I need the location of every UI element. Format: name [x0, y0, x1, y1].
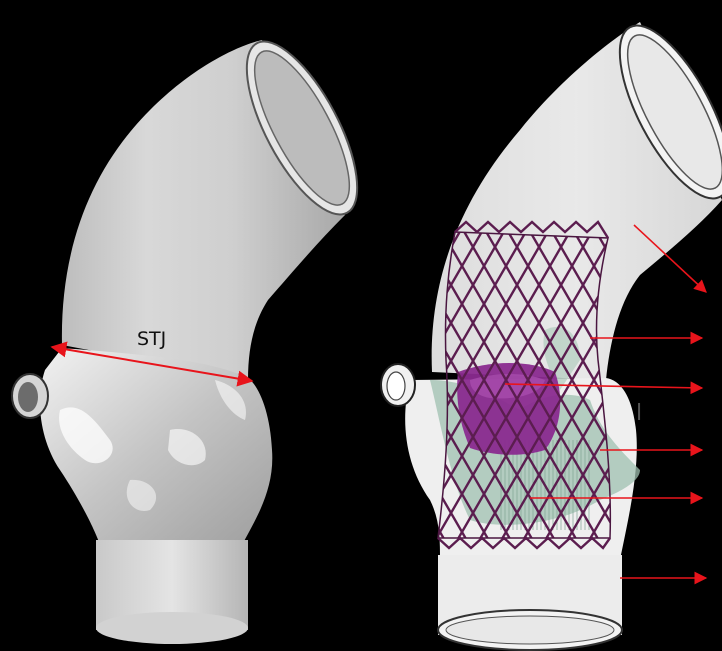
left-aorta-model: STJ [12, 26, 379, 644]
stj-label: STJ [137, 328, 166, 350]
left-inflow-base [96, 612, 248, 644]
partial-text: l [636, 401, 642, 426]
left-coronary-opening [18, 382, 38, 412]
right-inflow-opening [446, 616, 614, 644]
right-aorta-model: l [381, 10, 722, 650]
right-coronary-opening [387, 372, 405, 400]
